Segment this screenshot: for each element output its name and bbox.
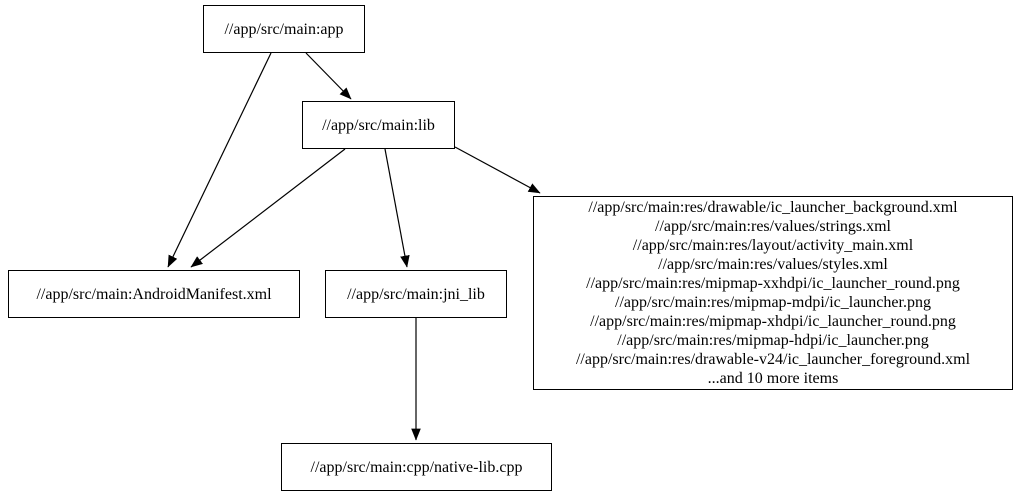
node-label: //app/src/main:app <box>224 20 344 38</box>
edge-app-to-android-manifest <box>167 52 272 268</box>
node-label: //app/src/main:lib <box>322 116 435 134</box>
resource-item: //app/src/main:res/values/strings.xml <box>655 218 891 235</box>
resource-item: //app/src/main:res/mipmap-hdpi/ic_launch… <box>617 332 929 349</box>
resource-item: //app/src/main:res/layout/activity_main.… <box>632 237 914 254</box>
node-label: //app/src/main:AndroidManifest.xml <box>36 285 272 303</box>
resource-item: //app/src/main:res/mipmap-xxhdpi/ic_laun… <box>586 275 960 292</box>
resource-item: //app/src/main:res/values/styles.xml <box>658 256 888 273</box>
edge-lib-to-resources <box>454 146 541 194</box>
resource-item: //app/src/main:res/drawable-v24/ic_launc… <box>575 351 971 368</box>
resource-item: //app/src/main:res/mipmap-mdpi/ic_launch… <box>615 294 931 311</box>
resource-item: //app/src/main:res/drawable/ic_launcher_… <box>588 199 958 216</box>
node-android-manifest: //app/src/main:AndroidManifest.xml <box>8 270 300 318</box>
node-label: //app/src/main:jni_lib <box>347 285 485 303</box>
resource-item: //app/src/main:res/mipmap-xhdpi/ic_launc… <box>590 313 956 330</box>
node-jni-lib: //app/src/main:jni_lib <box>325 270 507 318</box>
node-app: //app/src/main:app <box>203 5 365 53</box>
edge-app-to-lib <box>305 52 352 100</box>
resource-more-items: ...and 10 more items <box>707 370 839 387</box>
edge-lib-to-android-manifest <box>190 148 346 268</box>
edge-lib-to-jni-lib <box>384 148 410 268</box>
node-label: //app/src/main:cpp/native-lib.cpp <box>310 458 523 476</box>
node-lib: //app/src/main:lib <box>302 101 455 149</box>
node-resources: //app/src/main:res/drawable/ic_launcher_… <box>533 196 1013 390</box>
node-native-lib-cpp: //app/src/main:cpp/native-lib.cpp <box>281 443 552 491</box>
